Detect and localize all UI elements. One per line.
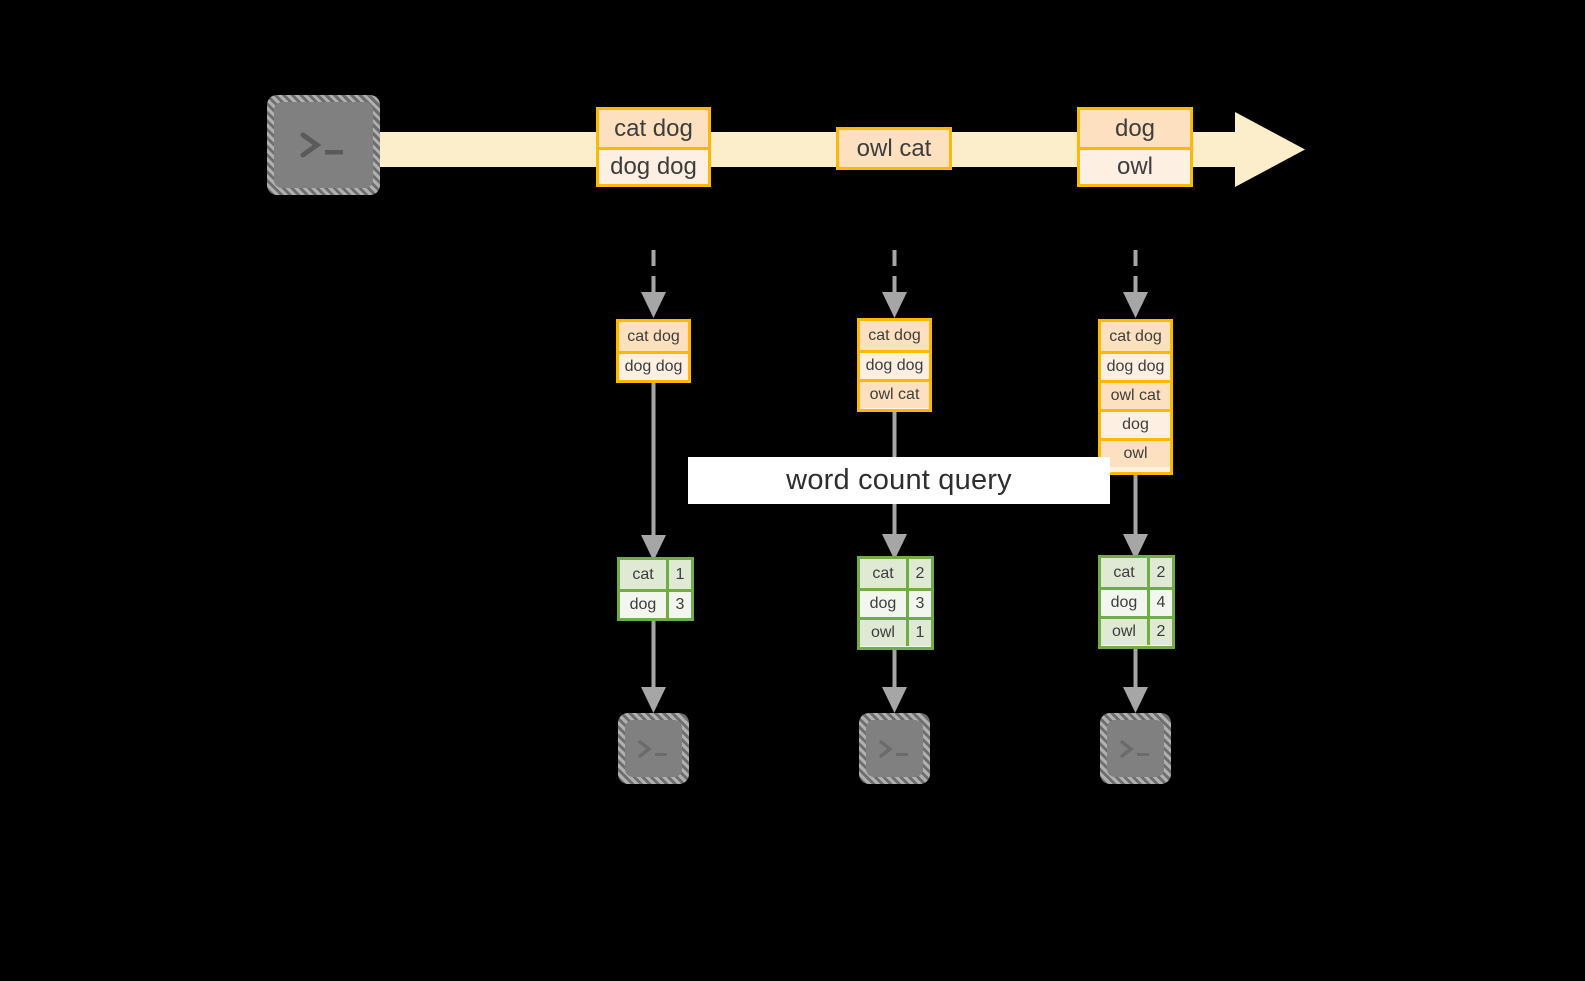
consumer-terminal-icon-2 bbox=[859, 713, 930, 784]
result-table-3: cat 2 dog 4 owl 2 bbox=[1098, 555, 1175, 649]
record-line: owl cat bbox=[839, 130, 949, 167]
accumulated-stack-3: cat dog dog dog owl cat dog owl bbox=[1098, 319, 1173, 475]
prompt-glyph bbox=[618, 713, 689, 784]
table-row: cat 2 bbox=[1101, 558, 1172, 587]
cell-word: dog bbox=[1101, 590, 1147, 616]
cell-word: cat bbox=[1101, 558, 1147, 587]
table-row: dog 3 bbox=[620, 589, 691, 618]
output-connector-3 bbox=[1123, 649, 1148, 713]
query-connector-1 bbox=[641, 383, 666, 561]
cell-count: 4 bbox=[1146, 590, 1172, 616]
terminal-face bbox=[1107, 720, 1164, 777]
table-row: owl 1 bbox=[860, 617, 931, 646]
table-row: dog 4 bbox=[1101, 587, 1172, 616]
cell-count: 2 bbox=[1146, 558, 1172, 587]
prompt-glyph bbox=[1100, 713, 1171, 784]
result-table-1: cat 1 dog 3 bbox=[617, 557, 694, 621]
cell-count: 2 bbox=[1146, 619, 1172, 645]
consumer-terminal-icon-1 bbox=[618, 713, 689, 784]
stack-line: dog bbox=[1101, 409, 1170, 438]
dashed-connector-1 bbox=[641, 250, 666, 318]
cell-count: 2 bbox=[905, 559, 931, 588]
prompt-glyph bbox=[267, 95, 380, 195]
dashed-connector-2 bbox=[882, 250, 907, 318]
query-label-text: word count query bbox=[786, 464, 1012, 496]
stack-line: dog dog bbox=[1101, 351, 1170, 380]
terminal-face bbox=[274, 102, 373, 188]
table-row: cat 1 bbox=[620, 560, 691, 589]
stack-line: dog dog bbox=[860, 350, 929, 379]
accumulated-stack-1: cat dog dog dog bbox=[616, 319, 691, 383]
table-row: dog 3 bbox=[860, 588, 931, 617]
cell-word: owl bbox=[860, 620, 906, 646]
cell-count: 3 bbox=[665, 592, 691, 618]
cell-word: dog bbox=[620, 592, 666, 618]
stack-line: owl cat bbox=[860, 379, 929, 408]
stream-record-3: dog owl bbox=[1077, 107, 1193, 187]
terminal-face bbox=[625, 720, 682, 777]
query-connector-3 bbox=[1123, 475, 1148, 560]
cell-word: owl bbox=[1101, 619, 1147, 645]
cell-count: 1 bbox=[905, 620, 931, 646]
terminal-face bbox=[866, 720, 923, 777]
dashed-connector-3 bbox=[1123, 250, 1148, 318]
cell-count: 1 bbox=[665, 560, 691, 589]
stack-line: owl bbox=[1101, 438, 1170, 467]
cell-count: 3 bbox=[905, 591, 931, 617]
cell-word: dog bbox=[860, 591, 906, 617]
record-line: dog dog bbox=[599, 147, 708, 184]
cell-word: cat bbox=[620, 560, 666, 589]
result-table-2: cat 2 dog 3 owl 1 bbox=[857, 556, 934, 650]
producer-terminal-icon bbox=[267, 95, 380, 195]
stack-line: dog dog bbox=[619, 351, 688, 380]
record-line: cat dog bbox=[599, 110, 708, 147]
stack-line: cat dog bbox=[860, 321, 929, 350]
consumer-terminal-icon-3 bbox=[1100, 713, 1171, 784]
stack-line: cat dog bbox=[1101, 322, 1170, 351]
stack-line: owl cat bbox=[1101, 380, 1170, 409]
stream-record-2: owl cat bbox=[836, 127, 952, 170]
accumulated-stack-2: cat dog dog dog owl cat bbox=[857, 318, 932, 412]
stream-record-1: cat dog dog dog bbox=[596, 107, 711, 187]
output-connector-2 bbox=[882, 650, 907, 713]
query-label: word count query bbox=[688, 457, 1110, 504]
cell-word: cat bbox=[860, 559, 906, 588]
record-line: owl bbox=[1080, 147, 1190, 184]
table-row: cat 2 bbox=[860, 559, 931, 588]
stack-line: cat dog bbox=[619, 322, 688, 351]
table-row: owl 2 bbox=[1101, 616, 1172, 645]
record-line: dog bbox=[1080, 110, 1190, 147]
prompt-glyph bbox=[859, 713, 930, 784]
output-connector-1 bbox=[641, 621, 666, 713]
